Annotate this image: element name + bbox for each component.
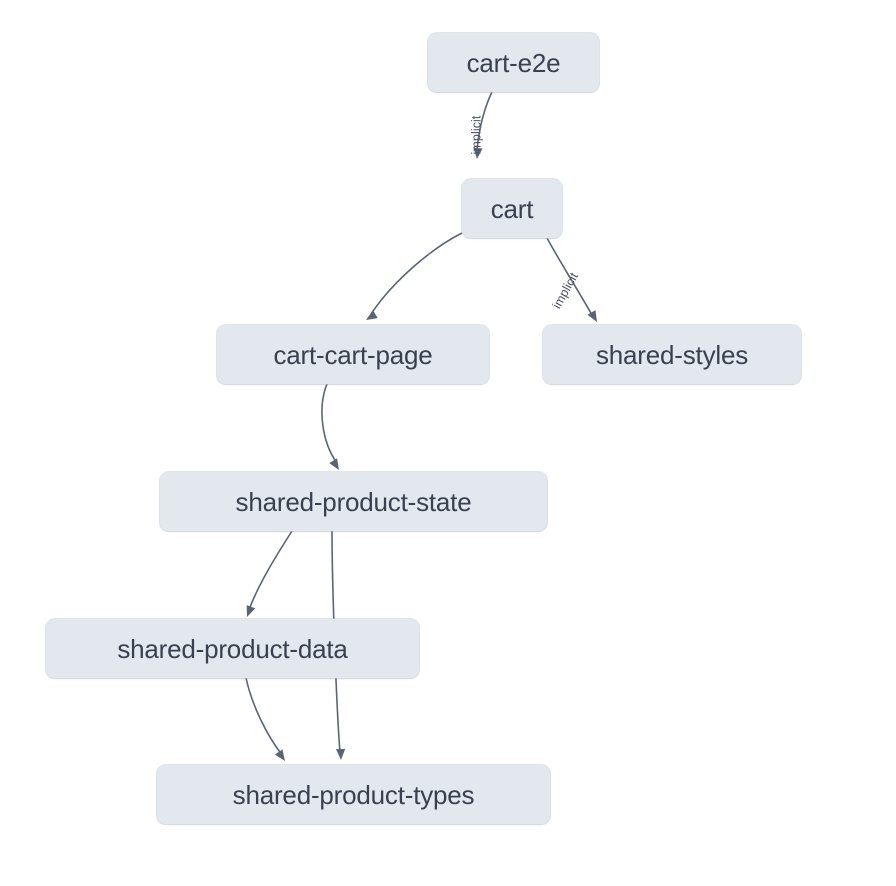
edge-arrowhead-shared-product-state	[329, 458, 339, 470]
edge-arrowhead-cart-cart-page	[366, 310, 378, 320]
node-shared-product-data[interactable]: shared-product-data	[46, 619, 419, 678]
edge-arrowhead-cart	[473, 147, 483, 159]
edge-cart-to-cart-cart-page	[370, 232, 463, 315]
edge-cart-to-shared-styles	[546, 237, 593, 316]
node-label-cart-cart-page: cart-cart-page	[273, 339, 433, 370]
node-shared-styles[interactable]: shared-styles	[543, 325, 801, 384]
node-shared-product-types[interactable]: shared-product-types	[157, 765, 550, 824]
node-label-shared-product-data: shared-product-data	[117, 633, 348, 664]
edge-arrowhead-shared-styles	[587, 310, 597, 322]
edge-arrowhead-shared-product-data	[246, 605, 256, 617]
edge-arrowhead-shared-product-types	[274, 749, 285, 761]
node-label-shared-product-types: shared-product-types	[232, 779, 475, 810]
edge-arrowhead-shared-product-types	[336, 748, 346, 760]
node-label-cart: cart	[490, 193, 534, 224]
node-label-shared-styles: shared-styles	[595, 339, 749, 370]
edge-shared-product-data-to-shared-product-types	[245, 677, 283, 756]
node-cart[interactable]: cart	[462, 179, 562, 238]
node-label-cart-e2e: cart-e2e	[466, 47, 561, 78]
node-cart-cart-page[interactable]: cart-cart-page	[217, 325, 489, 384]
edge-label-e1: implicit	[469, 115, 483, 154]
node-cart-e2e[interactable]: cart-e2e	[428, 33, 599, 92]
edge-cart-e2e-to-cart	[476, 91, 493, 151]
edge-cart-cart-page-to-shared-product-state	[321, 383, 338, 464]
edge-shared-product-state-to-shared-product-data	[248, 530, 293, 611]
node-shared-product-state[interactable]: shared-product-state	[160, 472, 547, 531]
node-label-shared-product-state: shared-product-state	[235, 486, 472, 517]
edge-label-e3: implicit	[550, 270, 581, 311]
